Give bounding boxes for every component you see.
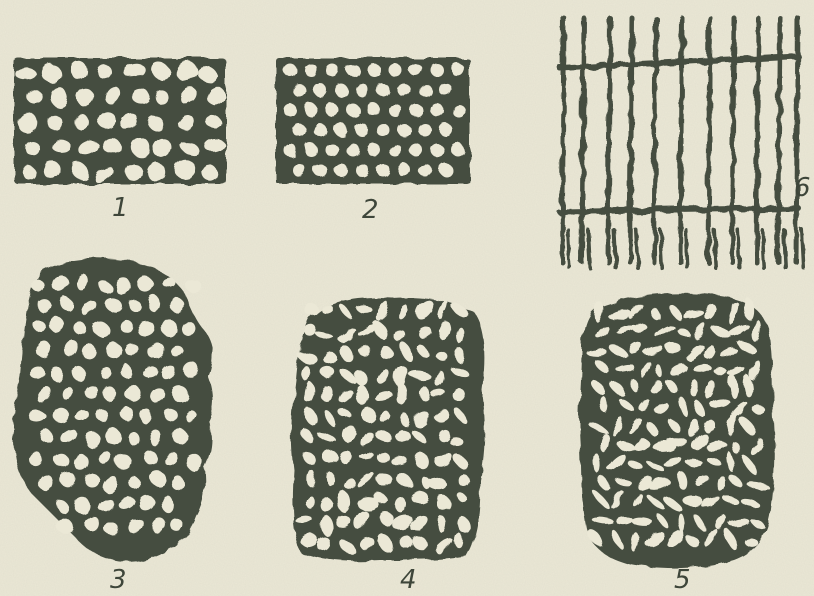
fiber — [614, 230, 616, 268]
pore — [326, 144, 339, 157]
pore — [419, 124, 432, 137]
pore — [440, 84, 453, 97]
fiber — [784, 230, 786, 268]
fiber — [714, 230, 716, 268]
pore — [398, 84, 411, 97]
figure-1-label: 1 — [112, 193, 129, 223]
figure-2-label: 2 — [362, 195, 379, 225]
pore — [440, 124, 453, 137]
pore — [368, 64, 381, 77]
fiber — [732, 18, 734, 262]
pore — [389, 104, 402, 117]
pore — [389, 64, 402, 77]
pore — [368, 104, 381, 117]
fiber — [756, 18, 758, 262]
figure-2-body — [276, 58, 470, 184]
pore — [356, 84, 369, 97]
pore — [284, 144, 297, 157]
pore — [305, 64, 318, 77]
pore — [335, 164, 348, 177]
fiber — [636, 230, 638, 268]
pore — [347, 104, 360, 117]
figure-6-label: 6 — [794, 173, 811, 203]
cell — [104, 523, 119, 534]
pore — [284, 64, 297, 77]
fiber — [568, 230, 570, 268]
pore — [293, 164, 306, 177]
pore — [335, 84, 348, 97]
fiber — [738, 230, 740, 268]
pore — [440, 164, 453, 177]
fiber — [608, 18, 610, 262]
figure-5: 5 — [579, 293, 774, 595]
pore — [314, 164, 327, 177]
fiber — [762, 230, 764, 268]
fiber — [562, 18, 564, 262]
fiber — [686, 230, 688, 268]
pore — [368, 144, 381, 157]
fiber — [630, 18, 632, 262]
pore — [356, 124, 369, 137]
pore — [410, 144, 423, 157]
pore — [452, 64, 465, 77]
fiber — [708, 18, 710, 262]
pore — [347, 64, 360, 77]
pore — [293, 124, 306, 137]
pore — [410, 104, 423, 117]
figure-3-label: 3 — [110, 565, 127, 595]
pore — [419, 164, 432, 177]
pore — [389, 144, 402, 157]
pore — [305, 104, 318, 117]
pore — [452, 104, 465, 117]
fiber — [560, 208, 798, 212]
pore — [314, 84, 327, 97]
pore — [356, 164, 369, 177]
pore — [377, 164, 390, 177]
cell — [50, 87, 67, 107]
pore — [347, 144, 360, 157]
pore — [452, 144, 465, 157]
pore — [335, 124, 348, 137]
pore — [431, 104, 444, 117]
fiber — [802, 230, 804, 268]
fiber — [582, 18, 584, 262]
pore — [398, 164, 411, 177]
pore — [293, 84, 306, 97]
fiber — [654, 18, 656, 262]
figure-4: 4 — [292, 297, 485, 595]
pore — [305, 144, 318, 157]
pore — [284, 104, 297, 117]
pore — [326, 104, 339, 117]
pore — [431, 64, 444, 77]
fiber — [680, 18, 682, 262]
pore — [398, 124, 411, 137]
pore — [410, 64, 423, 77]
pore — [377, 84, 390, 97]
pore — [314, 124, 327, 137]
fiber — [588, 230, 590, 268]
pore — [326, 64, 339, 77]
figure-4-label: 4 — [400, 565, 417, 595]
pore — [419, 84, 432, 97]
figure-5-label: 5 — [674, 565, 691, 595]
fiber — [660, 230, 662, 268]
pore — [377, 124, 390, 137]
cell — [377, 452, 390, 463]
pore — [431, 144, 444, 157]
